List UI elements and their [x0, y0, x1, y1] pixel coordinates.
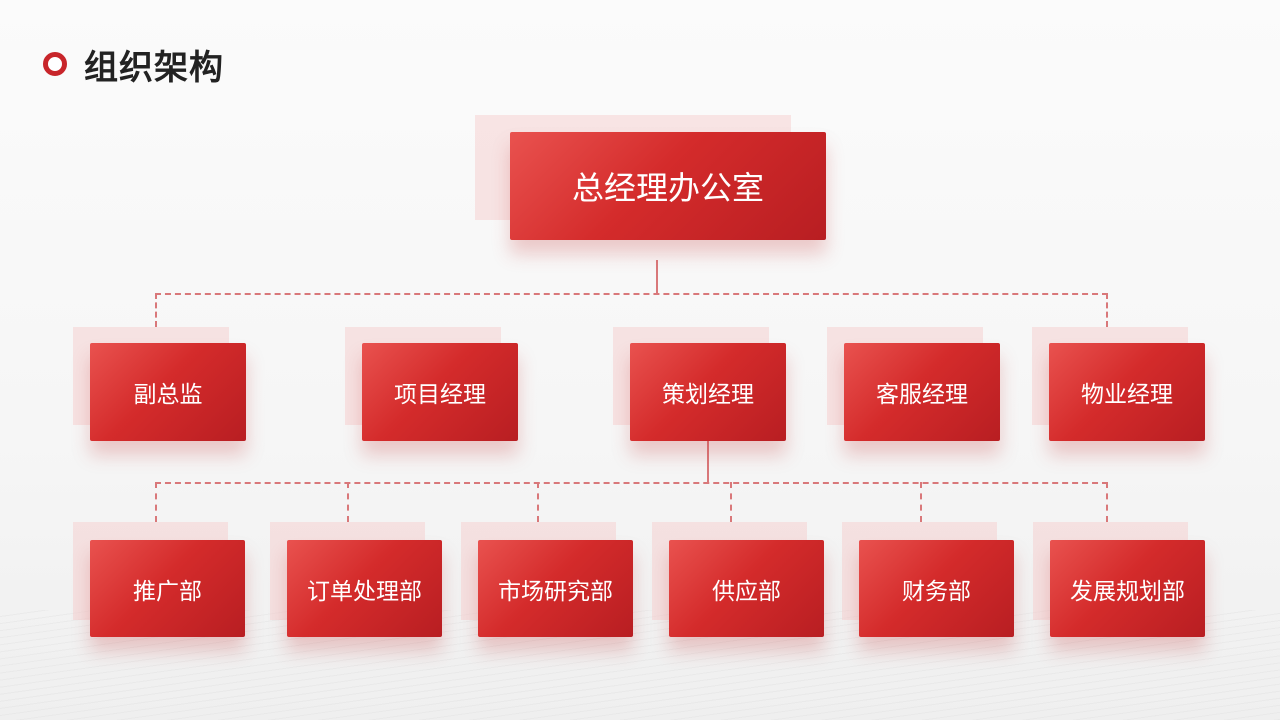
connector-drop [347, 482, 349, 522]
node-deputy-director[interactable]: 副总监 [90, 343, 246, 441]
node-market-research[interactable]: 市场研究部 [478, 540, 633, 637]
connector-level3-bus [155, 482, 1108, 484]
connector-drop [155, 293, 157, 327]
connector-drop [1106, 482, 1108, 522]
page-title: 组织架构 [84, 48, 224, 88]
node-property-manager[interactable]: 物业经理 [1049, 343, 1205, 441]
connector-drop [730, 482, 732, 522]
node-project-manager[interactable]: 项目经理 [362, 343, 518, 441]
connector-drop [920, 482, 922, 522]
connector-drop [537, 482, 539, 522]
connector-planning [707, 441, 709, 482]
node-root[interactable]: 总经理办公室 [510, 132, 826, 240]
node-planning-manager[interactable]: 策划经理 [630, 343, 786, 441]
connector-drop [1106, 293, 1108, 327]
title-ring-icon [43, 52, 67, 76]
node-supply[interactable]: 供应部 [669, 540, 824, 637]
connector-root [656, 260, 658, 293]
node-order-processing[interactable]: 订单处理部 [287, 540, 442, 637]
node-service-manager[interactable]: 客服经理 [844, 343, 1000, 441]
node-finance[interactable]: 财务部 [859, 540, 1014, 637]
connector-drop [155, 482, 157, 522]
node-development-planning[interactable]: 发展规划部 [1050, 540, 1205, 637]
connector-level2-bus [155, 293, 1108, 295]
node-promotion[interactable]: 推广部 [90, 540, 245, 637]
